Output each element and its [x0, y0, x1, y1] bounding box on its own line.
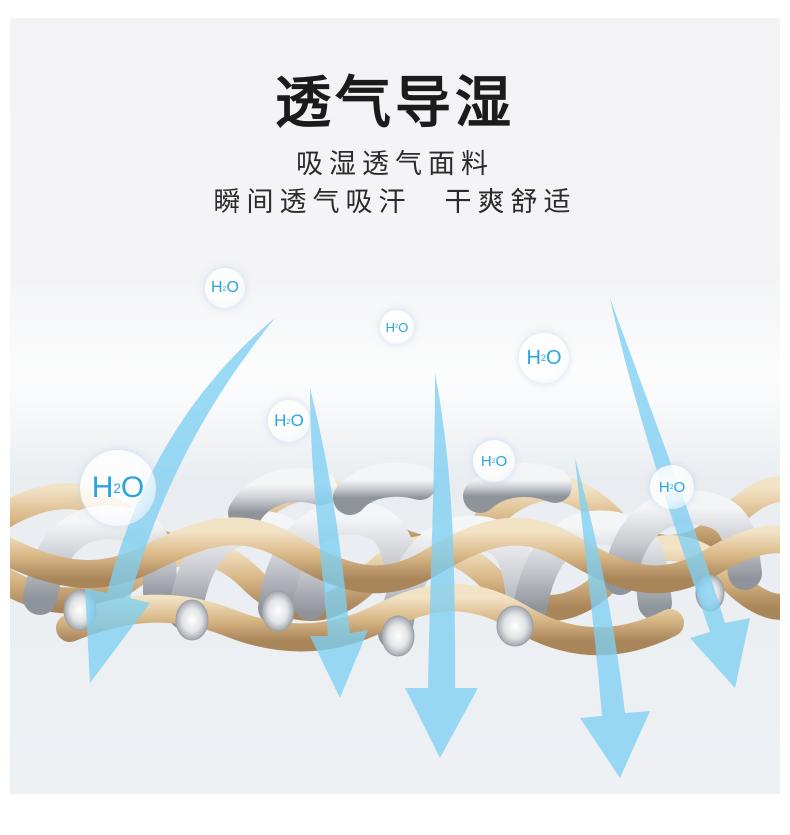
flow-arrow — [310, 388, 368, 698]
page-title: 透气导湿 — [275, 71, 515, 136]
flow-arrow — [405, 373, 478, 758]
subtitle-line-1: 吸湿透气面料 — [296, 149, 494, 180]
subtitle-line-2: 瞬间透气吸汗 干爽舒适 — [213, 187, 577, 218]
fiber-end-caps — [63, 574, 725, 657]
flow-arrow — [575, 458, 650, 778]
flow-arrow — [85, 318, 275, 683]
